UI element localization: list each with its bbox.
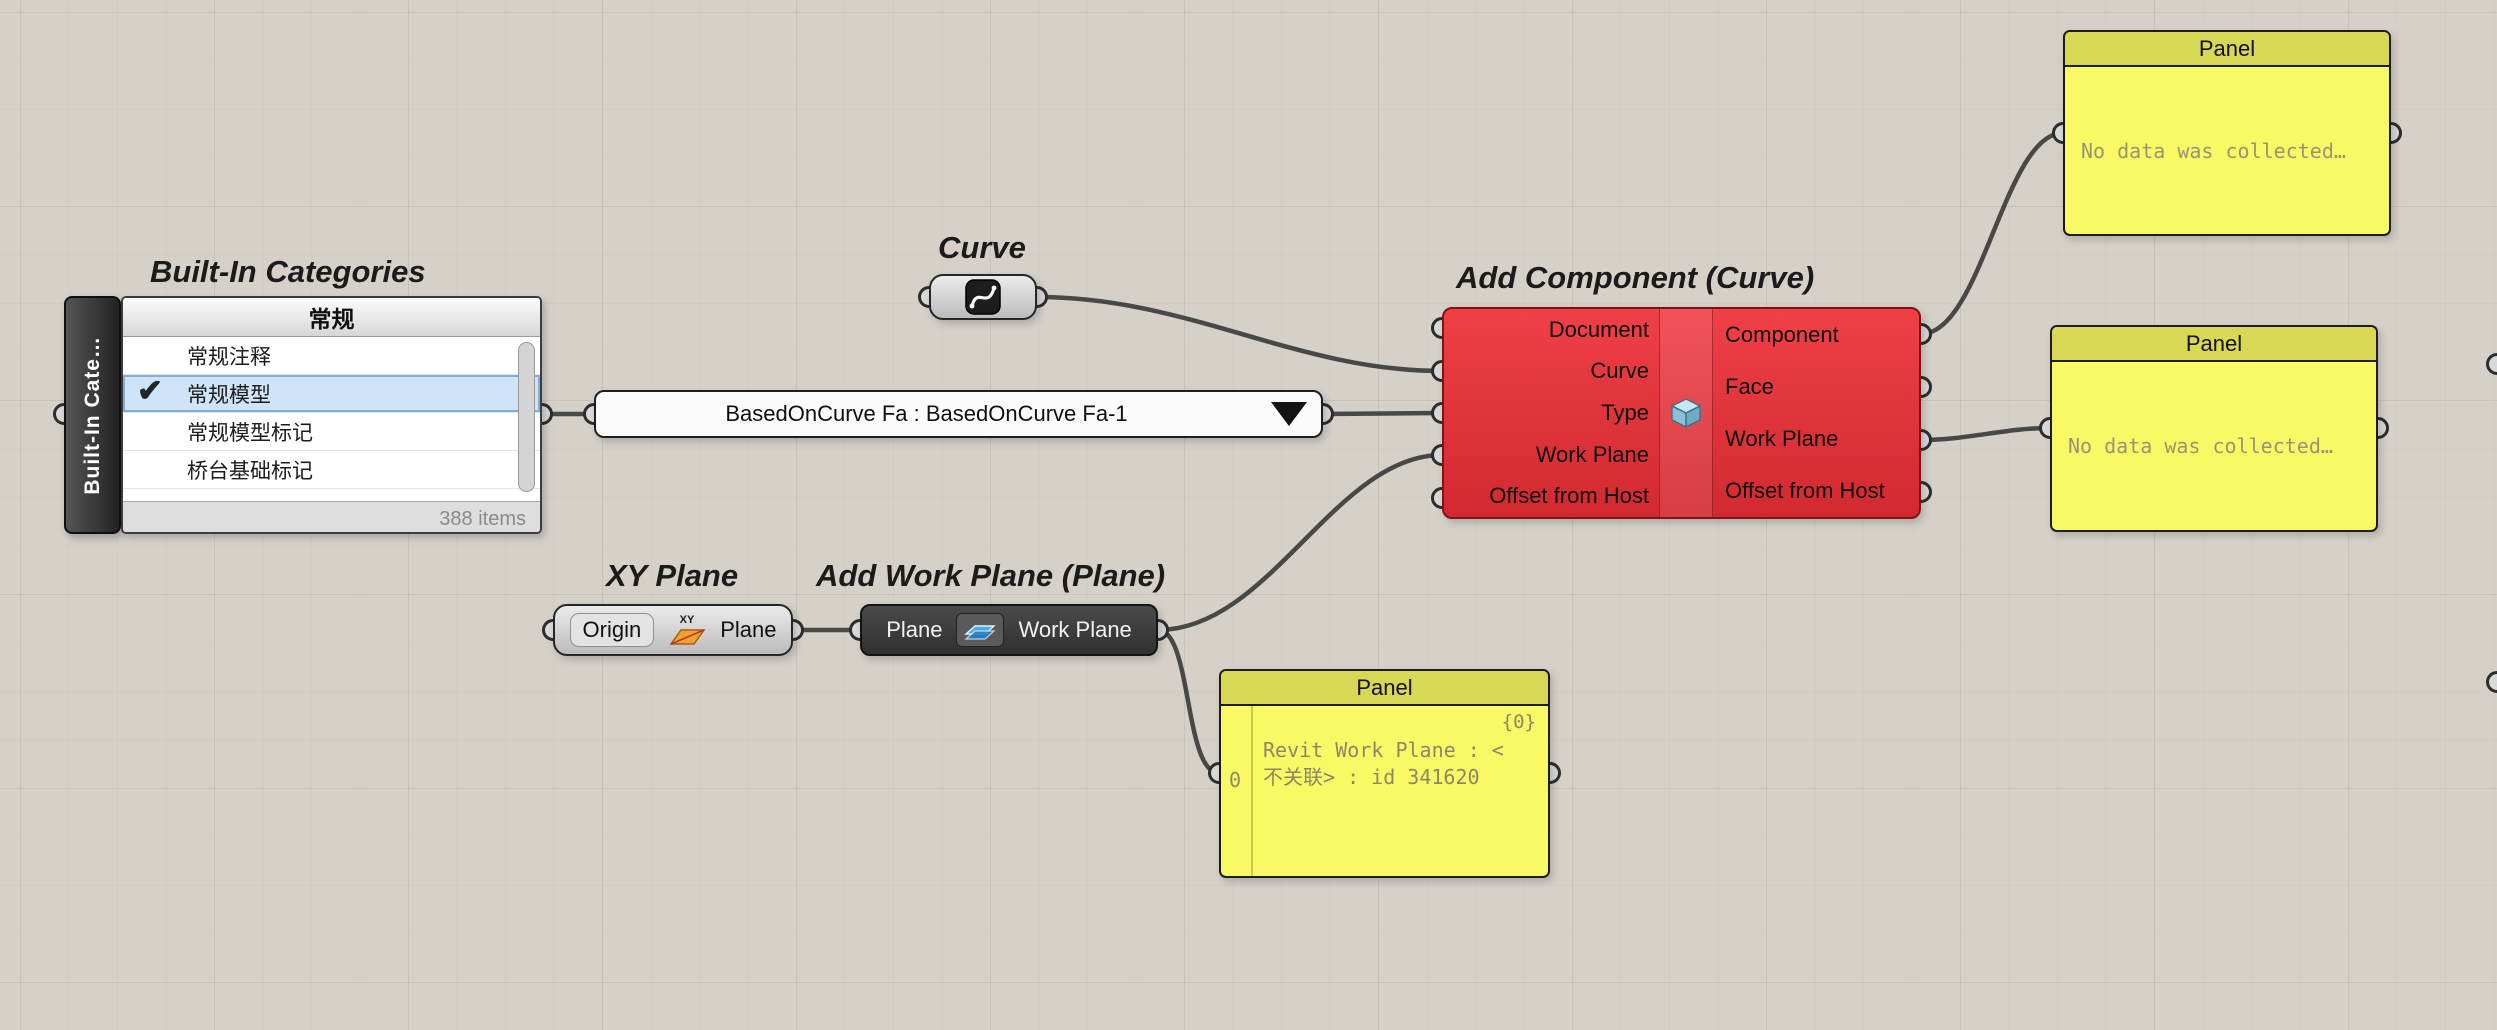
panel-component[interactable]: Panel No data was collected…: [2050, 325, 2378, 532]
list-item[interactable]: 桥台基础标记: [123, 451, 540, 489]
input-label-document: Document: [1548, 316, 1649, 342]
panel-content-line: 不关联> : id 341620: [1263, 765, 1480, 789]
output-label-component: Component: [1725, 322, 1839, 347]
value-list-dropdown[interactable]: [1257, 402, 1321, 426]
list-item[interactable]: 常规模型标记: [123, 413, 540, 451]
panel-title: Panel: [1221, 671, 1548, 706]
wire-workplane-to-panel: [1155, 627, 1222, 776]
built-in-categories-tab-label: Built-In Cate…: [80, 335, 104, 495]
list-item-clipped[interactable]: [123, 489, 540, 501]
xy-plane-output-label: Plane: [720, 617, 777, 642]
list-item-label: 桥台基础标记: [187, 459, 313, 483]
wire-workplane-out-to-panel-mid: [1918, 425, 2053, 443]
curve-icon: [965, 279, 1001, 315]
curve-param-component[interactable]: [929, 274, 1037, 320]
xy-plane-icon: XY: [669, 614, 706, 645]
panel-component[interactable]: Panel No data was collected…: [2063, 30, 2391, 236]
add-component-outputs: Component Face Work Plane Offset from Ho…: [1713, 309, 1919, 517]
output-label-face: Face: [1725, 374, 1774, 399]
input-label-curve: Curve: [1590, 358, 1649, 384]
wire-workplane-to-component: [1155, 452, 1445, 633]
add-component-curve-component[interactable]: Document Curve Type Work Plane Offset fr…: [1442, 307, 1921, 519]
dropdown-arrow-icon: [1271, 402, 1307, 426]
input-label-work-plane: Work Plane: [1535, 441, 1649, 467]
edge-grip[interactable]: [2486, 671, 2497, 693]
xy-plane-component[interactable]: Origin XY Plane: [553, 604, 793, 656]
panel-index-margin: 0: [1221, 706, 1253, 876]
add-work-plane-component[interactable]: Plane Work Plane: [860, 604, 1158, 656]
label-xy-plane: XY Plane: [606, 558, 739, 593]
category-list: 常规 常规注释 ✔ 常规模型 常规模型标记 桥台基础标记 388 items: [121, 296, 542, 534]
panel-content: No data was collected…: [2081, 139, 2346, 163]
value-list-component[interactable]: BasedOnCurve Fa : BasedOnCurve Fa-1: [594, 390, 1323, 438]
panel-data-path: {0}: [1501, 711, 1536, 733]
list-item[interactable]: 常规注释: [123, 337, 540, 375]
label-add-work-plane: Add Work Plane (Plane): [816, 558, 1166, 593]
panel-content: 0 {0} Revit Work Plane : < 不关联> : id 341…: [1221, 706, 1548, 876]
xy-plane-input-label: Origin: [569, 613, 655, 647]
scrollbar-thumb[interactable]: [518, 342, 535, 492]
input-label-offset: Offset from Host: [1489, 483, 1649, 509]
output-label-offset: Offset from Host: [1725, 478, 1885, 503]
list-item-label: 常规模型: [187, 383, 271, 407]
add-component-inputs: Document Curve Type Work Plane Offset fr…: [1444, 309, 1659, 517]
item-count: 388 items: [123, 501, 540, 532]
wire-curve-to-curve-input: [1034, 294, 1445, 374]
label-built-in-categories: Built-In Categories: [150, 254, 426, 289]
list-item-selected[interactable]: ✔ 常规模型: [123, 373, 540, 413]
output-label-work-plane: Work Plane: [1725, 426, 1839, 451]
label-curve: Curve: [938, 230, 1026, 265]
component-cube-icon: [1670, 398, 1702, 429]
add-component-body[interactable]: [1659, 309, 1713, 517]
panel-title: Panel: [2052, 327, 2376, 362]
work-plane-icon: [956, 613, 1005, 647]
input-label-type: Type: [1601, 399, 1649, 425]
work-plane-output-label: Work Plane: [1018, 617, 1132, 642]
value-list-selected-value: BasedOnCurve Fa : BasedOnCurve Fa-1: [725, 401, 1128, 426]
panel-content: No data was collected…: [2068, 434, 2333, 458]
panel-item-index: 0: [1229, 768, 1242, 792]
list-item-label: 常规模型标记: [187, 421, 313, 445]
work-plane-input-label: Plane: [886, 617, 943, 642]
built-in-categories-tab[interactable]: Built-In Cate…: [64, 296, 121, 534]
wire-component-to-panel-top: [1918, 130, 2066, 337]
category-list-header: 常规: [123, 298, 540, 337]
list-item-label: 常规注释: [187, 345, 271, 369]
edge-grip[interactable]: [2486, 353, 2497, 375]
panel-component[interactable]: Panel 0 {0} Revit Work Plane : < 不关联> : …: [1219, 669, 1550, 878]
built-in-categories-component[interactable]: Built-In Cate… 常规 常规注释 ✔ 常规模型 常规模型标记 桥台基…: [64, 296, 542, 534]
panel-content-line: Revit Work Plane : <: [1263, 738, 1504, 762]
svg-text:XY: XY: [680, 614, 695, 626]
label-add-component: Add Component (Curve): [1456, 260, 1815, 295]
wire-valuelist-to-type: [1320, 410, 1445, 417]
check-icon: ✔: [137, 373, 163, 408]
panel-title: Panel: [2065, 32, 2389, 67]
